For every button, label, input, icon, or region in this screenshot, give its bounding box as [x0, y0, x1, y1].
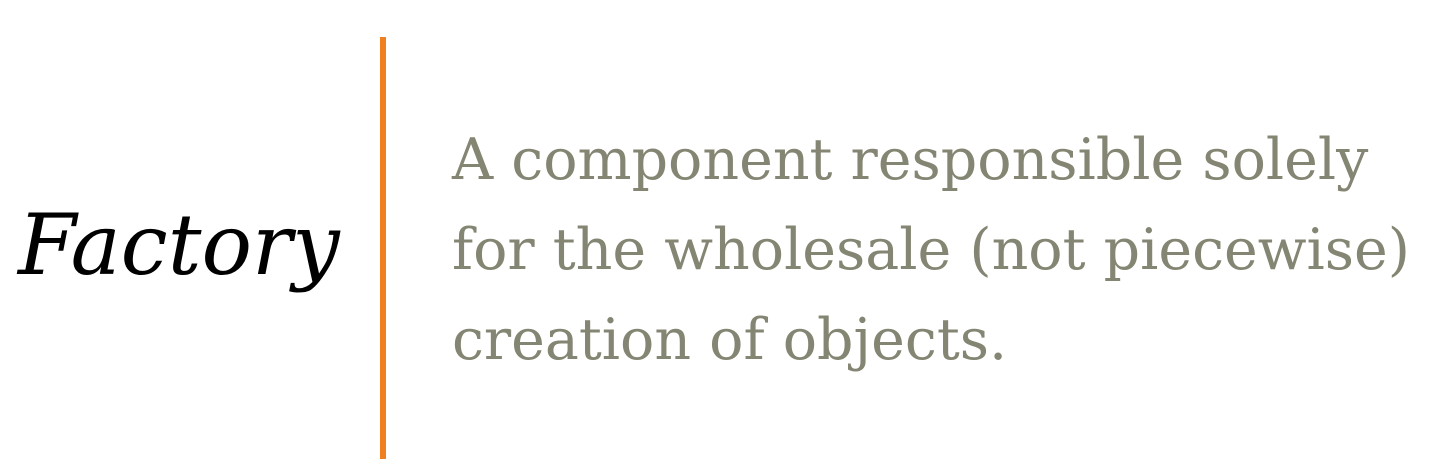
definition-line: A component responsible solely: [452, 127, 1369, 193]
definition-text: A component responsible solely for the w…: [452, 115, 1442, 385]
definition-line: for the wholesale (not piecewise): [452, 217, 1410, 283]
term-title: Factory: [18, 196, 340, 294]
accent-divider: [380, 37, 386, 459]
definition-line: creation of objects.: [452, 307, 1008, 373]
